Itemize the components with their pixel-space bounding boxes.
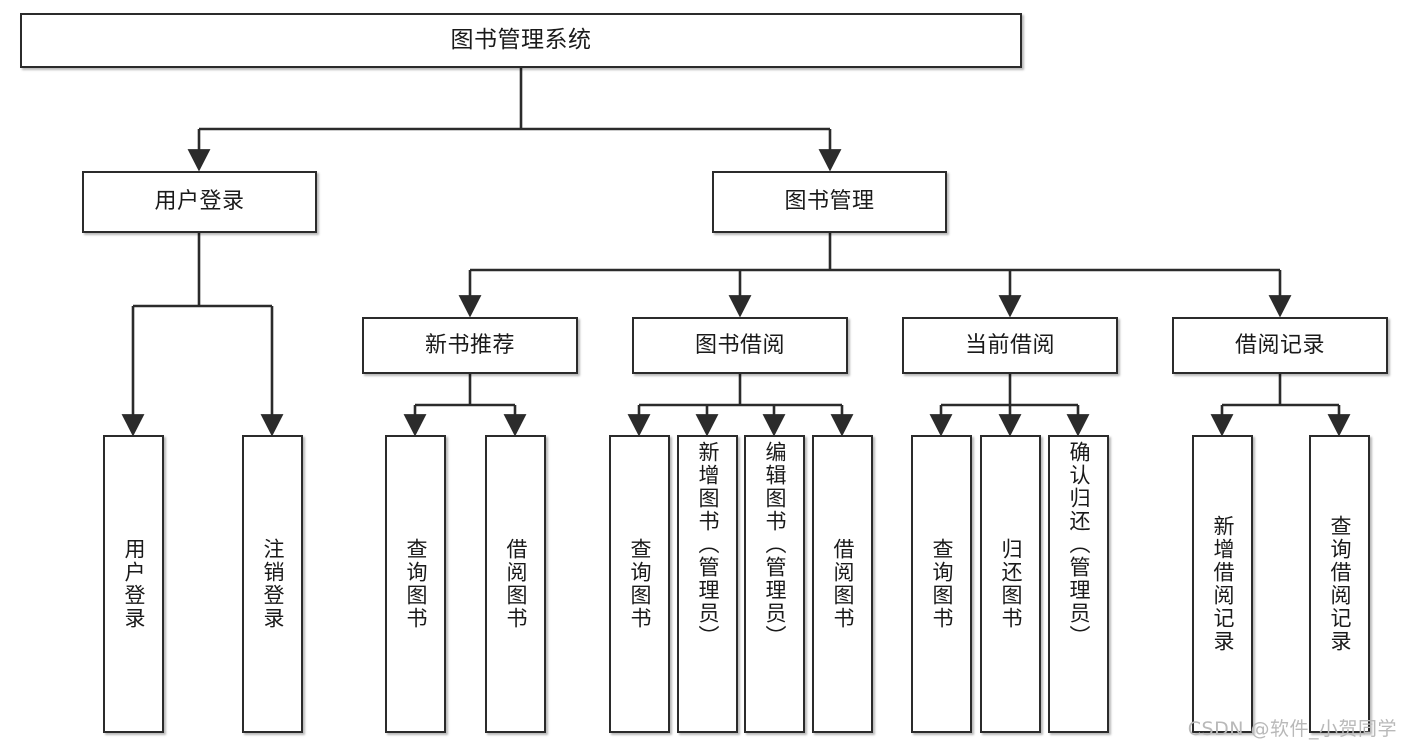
node-label: 用户登录 <box>121 538 146 630</box>
node-label: 借阅图书 <box>830 538 855 630</box>
node-label: 查询图书 <box>627 538 652 630</box>
node-label: 借阅图书 <box>503 538 528 630</box>
node-label: 注销登录 <box>260 538 285 630</box>
node-label: 查询图书 <box>929 538 954 630</box>
leaf-br-add-record[interactable]: 新增借阅记录 <box>1192 435 1253 733</box>
node-label: 图书借阅 <box>694 332 785 358</box>
leaf-nb-borrow-book[interactable]: 借阅图书 <box>485 435 546 733</box>
node-label: 图书管理 <box>784 189 875 215</box>
node-label: 当前借阅 <box>964 332 1055 358</box>
node-label: 编辑图书（管理员） <box>762 441 787 648</box>
node-label: 用户登录 <box>154 189 245 215</box>
node-label: 查询图书 <box>403 538 428 630</box>
node-book-borrow[interactable]: 图书借阅 <box>632 317 848 374</box>
node-label: 新书推荐 <box>424 332 515 358</box>
leaf-bb-query-book[interactable]: 查询图书 <box>609 435 670 733</box>
leaf-nb-query-book[interactable]: 查询图书 <box>385 435 446 733</box>
node-current-borrow[interactable]: 当前借阅 <box>902 317 1118 374</box>
node-label: 确认归还（管理员） <box>1066 441 1091 648</box>
node-borrow-record[interactable]: 借阅记录 <box>1172 317 1388 374</box>
leaf-user-login[interactable]: 用户登录 <box>103 435 164 733</box>
leaf-user-logout[interactable]: 注销登录 <box>242 435 303 733</box>
node-label: 新增借阅记录 <box>1210 515 1235 653</box>
leaf-bb-borrow-book[interactable]: 借阅图书 <box>812 435 873 733</box>
node-book-management[interactable]: 图书管理 <box>712 171 947 233</box>
leaf-bb-edit-book-admin[interactable]: 编辑图书（管理员） <box>744 435 805 733</box>
node-label: 图书管理系统 <box>450 27 592 54</box>
node-root-system[interactable]: 图书管理系统 <box>20 13 1022 68</box>
leaf-cb-query-book[interactable]: 查询图书 <box>911 435 972 733</box>
node-label: 查询借阅记录 <box>1327 515 1352 653</box>
node-label: 归还图书 <box>998 538 1023 630</box>
csdn-watermark: CSDN @软件_小贺同学 <box>1187 718 1397 740</box>
leaf-br-query-record[interactable]: 查询借阅记录 <box>1309 435 1370 733</box>
node-new-book-recommend[interactable]: 新书推荐 <box>362 317 578 374</box>
node-label: 借阅记录 <box>1234 332 1325 358</box>
node-label: 新增图书（管理员） <box>695 441 720 648</box>
node-user-login[interactable]: 用户登录 <box>82 171 317 233</box>
leaf-cb-return-book[interactable]: 归还图书 <box>980 435 1041 733</box>
leaf-bb-add-book-admin[interactable]: 新增图书（管理员） <box>677 435 738 733</box>
leaf-cb-confirm-return-admin[interactable]: 确认归还（管理员） <box>1048 435 1109 733</box>
